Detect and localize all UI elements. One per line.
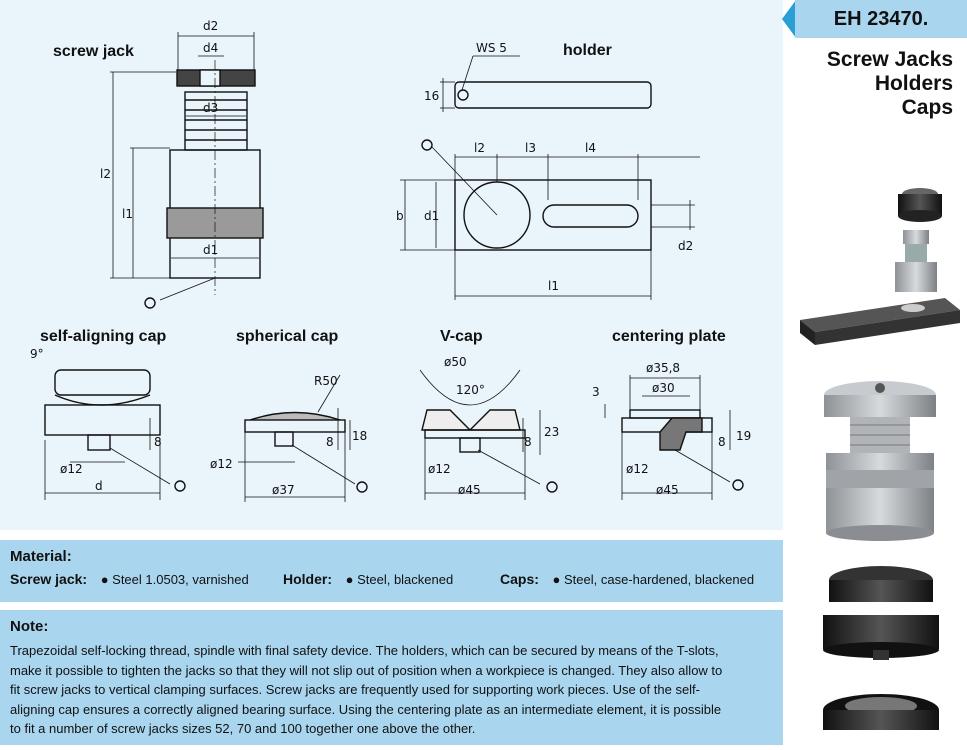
material-value: ● Steel, case-hardened, blackened <box>552 572 755 587</box>
title-line-3: Caps <box>901 96 953 119</box>
self-aligning-cap-base <box>44 404 161 436</box>
dim-cp-d30: ø30 <box>652 381 675 395</box>
dim-d1: d1 <box>203 243 218 257</box>
product-title: Screw Jacks Holders Caps <box>827 48 953 120</box>
material-value: ● Steel 1.0503, varnished <box>100 572 249 587</box>
v-cap-body <box>421 409 521 431</box>
technical-drawing: screw jack holder self-aligning cap sphe… <box>30 19 751 502</box>
photo-large-jack <box>824 381 936 541</box>
dim-sac-d12: ø12 <box>60 462 83 476</box>
photo-self-aligning-cap <box>823 566 939 660</box>
photo-small-cap <box>898 188 942 222</box>
dim-cp-d358: ø35,8 <box>646 361 680 375</box>
dim-d4: d4 <box>203 41 218 55</box>
title-line-1: Screw Jacks <box>826 48 953 71</box>
v-cap-plate <box>424 429 526 439</box>
dim-holder-l4: l4 <box>585 141 596 155</box>
label-screw-jack: screw jack <box>53 43 134 60</box>
dim-sc-18: 18 <box>352 429 367 443</box>
photo-holder-bar <box>800 298 960 345</box>
dim-vc-d50: ø50 <box>444 355 467 369</box>
dim-vc-d12: ø12 <box>428 462 451 476</box>
material-title: Material: <box>10 548 72 565</box>
title-line-2: Holders <box>874 72 953 95</box>
material-row: Screw jack: ● Steel 1.0503, varnished Ho… <box>10 571 773 589</box>
dim-vc-d45: ø45 <box>458 483 481 497</box>
note-line: Trapezoidal self-locking thread, spindle… <box>10 643 719 658</box>
dim-vc-8: 8 <box>524 435 532 449</box>
spherical-cap-dome <box>249 411 341 421</box>
product-code-tab: EH 23470. <box>795 0 967 38</box>
dim-sc-r50: R50 <box>314 374 338 388</box>
centering-plate-top <box>629 409 701 419</box>
dim-cp-d12: ø12 <box>626 462 649 476</box>
label-v-cap: V-cap <box>440 328 483 345</box>
material-key: Holder: <box>283 571 332 587</box>
holder-side-view <box>454 81 652 109</box>
self-aligning-cap-top <box>54 369 151 396</box>
photo-centering-plate <box>823 694 939 730</box>
dim-sc-d37: ø37 <box>272 483 295 497</box>
dim-sac-d: d <box>95 479 103 493</box>
note-line: aligning cap ensures a correctly aligned… <box>10 701 722 717</box>
header-arrow-icon <box>782 0 796 38</box>
dim-cp-19: 19 <box>736 429 751 443</box>
dim-holder-l1: l1 <box>548 279 559 293</box>
note-line: fit screw jacks to vertical clamping sur… <box>10 682 701 697</box>
dim-sac-angle: 9° <box>30 347 44 361</box>
product-photos <box>795 180 967 745</box>
note-title: Note: <box>10 618 49 635</box>
dim-holder-l3: l3 <box>525 141 536 155</box>
label-holder: holder <box>563 42 612 59</box>
dim-holder-d1: d1 <box>424 209 439 223</box>
note-line: make it possible to tighten the jacks so… <box>10 662 723 678</box>
dim-d2: d2 <box>203 19 218 33</box>
material-key: Screw jack: <box>10 571 88 587</box>
spherical-cap-plate <box>244 419 346 433</box>
dim-holder-l2: l2 <box>474 141 485 155</box>
label-self-aligning-cap: self-aligning cap <box>40 328 166 345</box>
note-line: to fit a number of screw jacks sizes 52,… <box>10 721 476 736</box>
dim-sac-8: 8 <box>154 435 162 449</box>
material-item-holder: Holder: ● Steel, blackened <box>283 571 453 587</box>
material-key: Caps: <box>500 571 539 587</box>
dim-d3: d3 <box>203 101 218 115</box>
product-code: EH 23470. <box>833 7 929 30</box>
material-item-caps: Caps: ● Steel, case-hardened, blackened <box>500 571 754 587</box>
dim-cp-d45: ø45 <box>656 483 679 497</box>
photo-small-jack <box>895 230 937 292</box>
dim-cp-8: 8 <box>718 435 726 449</box>
material-value: ● Steel, blackened <box>345 572 454 587</box>
dim-holder-d2: d2 <box>678 239 693 253</box>
dim-l1: l1 <box>122 207 133 221</box>
dim-vc-23: 23 <box>544 425 559 439</box>
dim-cp-3: 3 <box>592 385 600 399</box>
dim-vc-120: 120° <box>456 383 485 397</box>
dim-16: 16 <box>424 89 439 103</box>
material-section: Material: Screw jack: ● Steel 1.0503, va… <box>0 540 783 602</box>
material-item-screw-jack: Screw jack: ● Steel 1.0503, varnished <box>10 571 249 587</box>
dim-sc-d12: ø12 <box>210 457 233 471</box>
dim-ws5: WS 5 <box>476 41 507 55</box>
note-section: Note: Trapezoidal self-locking thread, s… <box>0 610 783 745</box>
dim-l2: l2 <box>100 167 111 181</box>
label-spherical-cap: spherical cap <box>236 328 339 345</box>
label-centering-plate: centering plate <box>612 328 726 345</box>
technical-drawing-panel: screw jack holder self-aligning cap sphe… <box>0 0 783 530</box>
holder-plan-view <box>454 179 652 251</box>
dim-sc-8: 8 <box>326 435 334 449</box>
dim-b: b <box>396 209 404 223</box>
